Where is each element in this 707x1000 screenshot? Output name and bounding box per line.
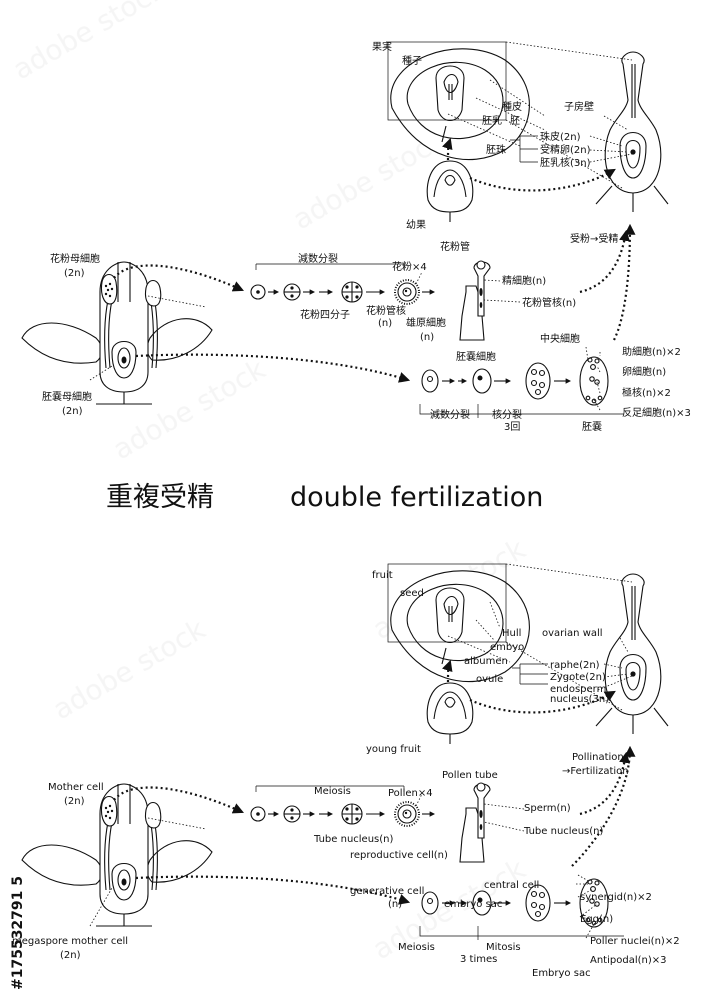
label-megaspore: 胚嚢母細胞: [42, 390, 92, 403]
label-meiosis: 減数分裂: [298, 252, 338, 265]
label-pollen: 花粉×4: [392, 260, 427, 273]
label-tube-nucleus-1b: (n): [378, 318, 392, 329]
label-pollen-tube-en: Pollen tube: [442, 770, 498, 781]
label-embryo-sac-cell: 胚嚢細胞: [456, 350, 496, 363]
label-fruit: 果実: [372, 40, 392, 53]
label-polar-en: Poller nuclei(n)×2: [590, 936, 680, 947]
label-hull-en: Hull: [502, 628, 521, 639]
label-mitosis-times: 3回: [504, 421, 520, 433]
label-young-fruit: 幼果: [406, 218, 426, 231]
label-synergid-en: synergid(n)×2: [580, 892, 652, 903]
label-seed-en: seed: [400, 588, 424, 599]
label-sperm-en: Sperm(n): [524, 803, 571, 814]
label-pollen-en: Pollen×4: [388, 788, 433, 799]
label-mother-cell: 花粉母細胞: [50, 252, 100, 265]
label-tube-nucleus-2: 花粉管核(n): [522, 296, 576, 309]
label-megaspore-ploidy: (2n): [62, 406, 83, 417]
flow-arrows: [113, 137, 636, 383]
label-antipodal-en: Antipodal(n)×3: [590, 955, 666, 966]
label-embryo: 胚: [510, 115, 520, 127]
label-embryo-sac-en: Embryo sac: [532, 968, 591, 979]
label-megaspore-en: megaspore mother cell: [12, 936, 128, 947]
label-fertilization-en: →Fertilization: [562, 766, 629, 777]
label-ovary-wall-en: ovarian wall: [542, 628, 603, 639]
label-tube-nucleus-1-en: Tube nucleus(n): [313, 834, 393, 845]
label-reproductive-cell: 雄原細胞: [406, 316, 446, 329]
label-sperm: 精細胞(n): [502, 274, 546, 287]
flower-illustration: [21, 261, 213, 405]
panel-english: [21, 563, 669, 940]
label-young-fruit-en: young fruit: [366, 744, 421, 755]
label-mitosis: 核分裂: [492, 408, 522, 421]
label-pollen-tube: 花粉管: [440, 240, 470, 253]
label-reproductive-cell-b: (n): [420, 332, 434, 343]
label-megaspore-ploidy-en: (2n): [60, 950, 81, 961]
label-mother-cell-ploidy: (2n): [64, 268, 85, 279]
stock-id: #175532791 5: [10, 876, 26, 990]
label-raphe-en: raphe(2n): [550, 660, 600, 671]
title-en: double fertilization: [290, 482, 543, 513]
svg-text:adobe stock: adobe stock: [7, 0, 172, 86]
label-albumen-en: albumen: [464, 656, 508, 667]
label-generative-cell-en: generative cell: [350, 886, 424, 897]
label-ovule: 胚珠: [486, 143, 506, 156]
label-generative-cell-b-en: (n): [388, 899, 402, 910]
label-pollination: 受粉→受精: [570, 232, 618, 245]
label-central-cell-en: central cell: [484, 880, 539, 891]
label-reproductive-cell-en: reproductive cell(n): [350, 850, 448, 861]
pollen-development-illustration: [251, 261, 490, 340]
label-hull: 種皮: [502, 100, 522, 113]
flower-illustration-en: [21, 783, 213, 927]
pistil-illustration-en: [595, 573, 669, 735]
label-mitosis-times-en: 3 times: [460, 954, 497, 965]
fruit-illustration-en: [387, 563, 530, 683]
label-meiosis-b: 減数分裂: [430, 408, 470, 421]
label-synergid: 助細胞(n)×2: [622, 345, 681, 358]
label-polar: 極核(n)×2: [622, 386, 671, 399]
label-embryo-sac: 胚嚢: [582, 420, 602, 433]
label-fruit-en: fruit: [372, 570, 393, 581]
label-endosperm-b-en: nucleus(3n): [550, 694, 609, 705]
title-jp: 重複受精: [106, 482, 214, 513]
label-mother-cell-ploidy-en: (2n): [64, 796, 85, 807]
label-seed: 種子: [402, 54, 422, 67]
label-egg: 卵細胞(n): [622, 365, 666, 378]
young-fruit-illustration: [426, 160, 474, 223]
label-egg-en: Egg(n): [580, 914, 613, 925]
leader-lines-en: [89, 563, 633, 940]
label-tube-nucleus-2-en: Tube nucleus(n): [523, 826, 603, 837]
flow-arrows-en: [113, 659, 636, 905]
label-zygote: 受精卵(2n): [540, 143, 591, 156]
label-meiosis-b-en: Meiosis: [398, 942, 435, 953]
label-mitosis-en: Mitosis: [486, 942, 521, 953]
label-antipodal: 反足細胞(n)×3: [622, 406, 691, 419]
label-embryo-sac-top-en: embryo sac: [444, 899, 502, 910]
label-endosperm-en: endosperm: [550, 684, 606, 695]
label-mother-cell-en: Mother cell: [48, 782, 104, 793]
label-central-cell: 中央細胞: [540, 332, 580, 345]
young-fruit-illustration-en: [426, 682, 474, 745]
leader-lines: [89, 41, 633, 418]
label-tetrad: 花粉四分子: [300, 308, 350, 321]
label-ovary-wall: 子房壁: [564, 100, 594, 113]
label-ovule-en: ovule: [476, 674, 503, 685]
label-raphe: 珠皮(2n): [540, 130, 581, 143]
pistil-illustration: [595, 51, 669, 213]
labels-english: fruit seed Hull embyo ovarian wall album…: [12, 570, 680, 979]
label-albumen: 胚乳: [482, 114, 502, 127]
label-pollination-en: Pollination: [572, 752, 624, 763]
label-zygote-en: Zygote(2n): [550, 672, 606, 683]
label-meiosis-en: Meiosis: [314, 786, 351, 797]
label-embryo-en: embyo: [490, 642, 524, 653]
label-endosperm: 胚乳核(3n): [540, 156, 591, 169]
panel-japanese: 果実 種子 種皮 胚乳 胚 子房壁 胚珠 珠皮(2n) 受精卵(2n) 胚乳核(…: [21, 40, 691, 433]
svg-text:adobe stock: adobe stock: [47, 612, 212, 726]
embryo-sac-development-illustration: [420, 357, 624, 414]
label-tube-nucleus-1: 花粉管核: [366, 304, 406, 317]
